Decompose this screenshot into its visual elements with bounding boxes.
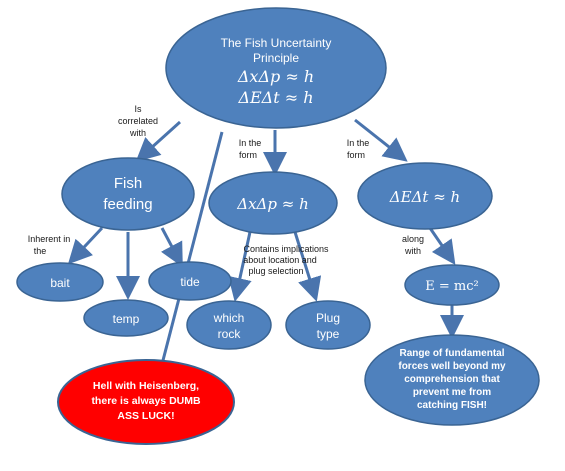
edge-dedt-to-emc2 xyxy=(428,227,456,265)
node-plug-type-shape xyxy=(285,300,371,350)
node-temp: temp xyxy=(83,299,169,337)
edge-root-to-fish-feeding xyxy=(135,120,182,163)
edge-label-in-form-1b: form xyxy=(239,150,257,160)
node-tide-label: tide xyxy=(180,275,200,289)
node-root-title-2: Principle xyxy=(253,51,299,65)
edge-fish-to-bait xyxy=(67,226,104,265)
node-plug-type-line-1: Plug xyxy=(316,311,340,325)
edge-dxdp-to-plug-type xyxy=(293,231,322,302)
edge-label-implications-2: about location and xyxy=(243,255,317,265)
node-root-title-1: The Fish Uncertainty xyxy=(221,36,332,50)
node-bait-shape xyxy=(16,262,104,302)
node-form-dxdp-eq: ΔxΔp ≈ h xyxy=(236,195,309,213)
node-temp-label: temp xyxy=(113,312,140,326)
edges xyxy=(67,118,464,373)
node-form-dedt-eq: ΔEΔt ≈ h xyxy=(389,188,460,206)
edge-dxdp-to-which-rock xyxy=(228,231,252,302)
node-bait: bait xyxy=(16,262,104,302)
node-which-rock: which rock xyxy=(186,300,272,350)
node-temp-shape xyxy=(83,299,169,337)
node-plug-type-line-2: type xyxy=(317,327,340,341)
node-which-rock-line-1: which xyxy=(213,311,245,325)
node-root-shape xyxy=(165,7,387,129)
node-form-dxdp-shape xyxy=(208,171,338,235)
node-fish-feeding-shape xyxy=(61,157,195,231)
edge-fish-to-tide xyxy=(160,227,183,268)
node-fish-feeding-line-2: feeding xyxy=(103,196,152,213)
node-root-eq-2: ΔEΔt ≈ h xyxy=(237,88,313,107)
node-emc2-eq: E = mc² xyxy=(425,279,478,294)
node-forces-line-3: comprehension that xyxy=(404,374,500,385)
edge-label-correlated-1: Is xyxy=(134,104,142,114)
node-forces-line-4: prevent me from xyxy=(413,387,491,398)
node-forces: Range of fundamental forces well beyond … xyxy=(364,334,540,426)
node-form-dedt-shape xyxy=(357,162,493,230)
edge-label-inherent-2: the xyxy=(34,246,47,256)
edge-label-along-1: along xyxy=(402,234,424,244)
node-emc2-shape xyxy=(404,264,500,306)
node-heisenberg-line-2: there is always DUMB xyxy=(91,395,201,407)
node-emc2: E = mc² xyxy=(404,264,500,306)
edge-label-along-2: with xyxy=(404,246,421,256)
edge-label-in-form-2a: In the xyxy=(347,138,370,148)
edge-label-in-form-2b: form xyxy=(347,150,365,160)
edge-label-implications-1: Contains implications xyxy=(243,244,329,254)
node-tide-shape xyxy=(148,261,232,301)
node-bait-label: bait xyxy=(50,276,70,290)
node-fish-feeding-line-1: Fish xyxy=(114,175,142,192)
node-form-dedt: ΔEΔt ≈ h xyxy=(357,162,493,230)
node-which-rock-line-2: rock xyxy=(218,327,242,341)
node-root-eq-1: ΔxΔp ≈ h xyxy=(237,67,314,86)
node-fish-feeding: Fish feeding xyxy=(61,157,195,231)
edge-root-to-heisenberg xyxy=(158,131,224,373)
node-which-rock-shape xyxy=(186,300,272,350)
edge-label-in-form-1a: In the xyxy=(239,138,262,148)
edge-labels: Is correlated with In the form In the fo… xyxy=(28,104,424,276)
node-forces-shape xyxy=(364,334,540,426)
edge-root-to-form-dedt xyxy=(354,118,408,162)
node-forces-line-1: Range of fundamental xyxy=(399,348,504,359)
edge-label-implications-3: plug selection xyxy=(248,266,303,276)
node-plug-type: Plug type xyxy=(285,300,371,350)
node-heisenberg-line-1: Hell with Heisenberg, xyxy=(93,380,199,392)
node-forces-line-5: catching FISH! xyxy=(417,400,487,411)
node-form-dxdp: ΔxΔp ≈ h xyxy=(208,171,338,235)
node-heisenberg-shape xyxy=(57,359,235,445)
edge-label-inherent-1: Inherent in xyxy=(28,234,71,244)
edge-label-correlated-3: with xyxy=(129,128,146,138)
node-heisenberg: Hell with Heisenberg, there is always DU… xyxy=(57,359,235,445)
node-forces-line-2: forces well beyond my xyxy=(398,361,506,372)
node-heisenberg-line-3: ASS LUCK! xyxy=(117,410,174,422)
node-root: The Fish Uncertainty Principle ΔxΔp ≈ h … xyxy=(165,7,387,129)
edge-label-correlated-2: correlated xyxy=(118,116,158,126)
node-tide: tide xyxy=(148,261,232,301)
